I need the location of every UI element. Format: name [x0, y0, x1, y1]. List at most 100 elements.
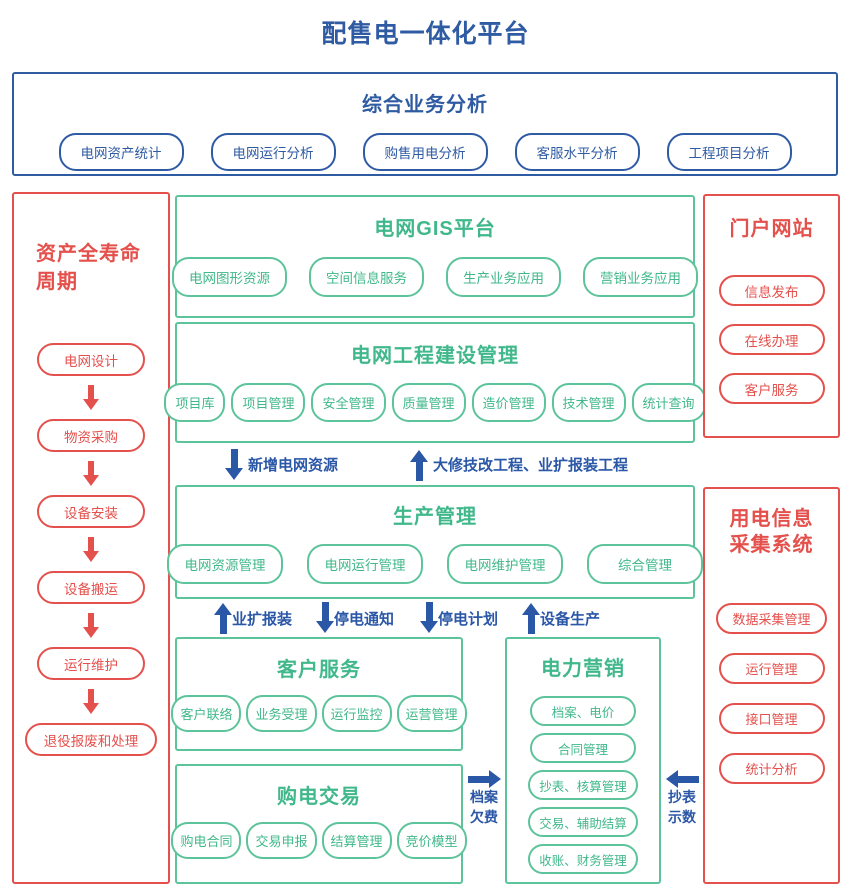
flow-outage-notice: 停电通知	[316, 602, 395, 634]
asset-lifecycle-title-line1: 资产全寿命	[36, 243, 141, 265]
connector-label: 抄表 示数	[668, 787, 696, 827]
construction-mgmt-box: 电网工程建设管理 项目库 项目管理 安全管理 质量管理 造价管理 技术管理 统计…	[164, 322, 706, 443]
left-arrow-icon	[665, 770, 699, 788]
construction-pill-row: 项目库 项目管理 安全管理 质量管理 造价管理 技术管理 统计查询	[164, 383, 706, 422]
customer-service-pill: 运行监控	[321, 695, 392, 732]
down-arrow-icon	[420, 602, 439, 633]
marketing-box: 电力营销 档案、电价 合同管理 抄表、核算管理 交易、辅助结算 收账、财务管理	[505, 637, 661, 884]
flow-row-2: 业扩报装 停电通知 停电计划 设备生产	[175, 601, 695, 635]
lifecycle-step: 退役报废和处理	[25, 723, 157, 756]
down-arrow-icon	[225, 448, 243, 480]
page-title: 配售电一体化平台	[321, 20, 530, 48]
analysis-pill-row: 电网资产统计 电网运行分析 购售用电分析 客服水平分析 工程项目分析	[14, 133, 836, 171]
connector-label-line1: 抄表	[668, 789, 696, 805]
construction-pill: 质量管理	[391, 383, 466, 422]
gis-pill: 电网图形资源	[172, 257, 287, 297]
connector-label-line2: 示数	[668, 809, 696, 825]
analysis-box: 综合业务分析 电网资产统计 电网运行分析 购售用电分析 客服水平分析 工程项目分…	[12, 72, 838, 176]
right-arrow-icon	[467, 770, 501, 788]
lifecycle-step: 设备安装	[37, 495, 145, 528]
down-arrow-icon	[82, 537, 99, 562]
customer-service-pill-row: 客户联络 业务受理 运行监控 运营管理	[171, 695, 467, 732]
collection-system-title-line1: 用电信息	[729, 508, 814, 530]
customer-service-box: 客户服务 客户联络 业务受理 运行监控 运营管理	[171, 637, 467, 751]
collection-pill: 接口管理	[718, 703, 825, 734]
flow-label: 业扩报装	[232, 610, 293, 628]
analysis-pill: 电网资产统计	[58, 133, 184, 171]
marketing-pill: 交易、辅助结算	[528, 807, 638, 837]
marketing-pill: 档案、电价	[530, 696, 636, 726]
power-purchase-pill-row: 购电合同 交易申报 结算管理 竞价模型	[171, 822, 467, 859]
analysis-pill: 客服水平分析	[514, 133, 640, 171]
marketing-title: 电力营销	[541, 658, 625, 680]
analysis-pill: 电网运行分析	[210, 133, 336, 171]
connector-label: 档案 欠费	[470, 787, 498, 827]
flow-label: 大修技改工程、业扩报装工程	[433, 457, 629, 474]
flow-label: 新增电网资源	[248, 457, 339, 474]
production-pill: 电网资源管理	[167, 544, 283, 584]
portal-pill-column: 信息发布 在线办理 客户服务	[705, 275, 838, 404]
production-pill: 电网运行管理	[307, 544, 423, 584]
collection-pill-column: 数据采集管理 运行管理 接口管理 统计分析	[705, 603, 838, 784]
production-mgmt-box: 生产管理 电网资源管理 电网运行管理 电网维护管理 综合管理	[167, 485, 703, 599]
gis-platform-box: 电网GIS平台 电网图形资源 空间信息服务 生产业务应用 营销业务应用	[172, 195, 698, 318]
connector-label-line1: 档案	[470, 789, 498, 805]
power-purchase-box: 购电交易 购电合同 交易申报 结算管理 竞价模型	[171, 764, 467, 884]
flow-row-1: 新增电网资源 大修技改工程、业扩报装工程	[175, 446, 695, 483]
gis-pill: 营销业务应用	[583, 257, 698, 297]
connector-label-line2: 欠费	[470, 809, 498, 825]
production-pill: 电网维护管理	[447, 544, 563, 584]
collection-pill: 运行管理	[718, 653, 825, 684]
customer-service-pill: 客户联络	[171, 695, 242, 732]
asset-lifecycle-steps: 电网设计 物资采购 设备安装 设备搬运 运行维护 退役报废和处理	[14, 343, 168, 756]
collection-system-title: 用电信息 采集系统	[705, 506, 838, 558]
flow-service-expansion: 业扩报装	[214, 602, 293, 634]
production-mgmt-title: 生产管理	[393, 506, 477, 528]
up-arrow-icon	[214, 603, 232, 634]
analysis-box-title: 综合业务分析	[362, 94, 488, 116]
gis-pill: 空间信息服务	[309, 257, 424, 297]
collection-system-box: 用电信息 采集系统 数据采集管理 运行管理 接口管理 统计分析	[703, 487, 840, 884]
down-arrow-icon	[82, 689, 99, 714]
customer-service-pill: 运营管理	[396, 695, 467, 732]
construction-pill: 项目管理	[231, 383, 306, 422]
construction-mgmt-title: 电网工程建设管理	[351, 345, 519, 367]
archive-arrears-connector: 档案 欠费	[463, 770, 505, 827]
power-purchase-pill: 竞价模型	[396, 822, 467, 859]
customer-service-pill: 业务受理	[246, 695, 317, 732]
lifecycle-step: 运行维护	[37, 647, 145, 680]
gis-pill-row: 电网图形资源 空间信息服务 生产业务应用 营销业务应用	[172, 257, 698, 297]
portal-pill: 客户服务	[718, 373, 825, 404]
lifecycle-step: 电网设计	[37, 343, 145, 376]
flow-label: 设备生产	[540, 610, 601, 628]
down-arrow-icon	[82, 613, 99, 638]
portal-pill: 信息发布	[718, 275, 825, 306]
construction-pill: 安全管理	[311, 383, 386, 422]
down-arrow-icon	[82, 461, 99, 486]
production-pill-row: 电网资源管理 电网运行管理 电网维护管理 综合管理	[167, 544, 703, 584]
flow-label: 停电通知	[334, 610, 395, 628]
construction-pill: 统计查询	[631, 383, 706, 422]
power-purchase-pill: 购电合同	[171, 822, 242, 859]
lifecycle-step: 物资采购	[37, 419, 145, 452]
analysis-pill: 购售用电分析	[362, 133, 488, 171]
down-arrow-icon	[316, 602, 335, 633]
production-pill: 综合管理	[587, 544, 703, 584]
customer-service-title: 客户服务	[277, 659, 361, 681]
marketing-pill: 合同管理	[530, 733, 636, 763]
meter-reading-connector: 抄表 示数	[661, 770, 703, 827]
flow-new-grid-resources: 新增电网资源	[225, 448, 339, 481]
power-purchase-pill: 交易申报	[246, 822, 317, 859]
up-arrow-icon	[522, 603, 541, 634]
flow-label: 停电计划	[438, 610, 499, 628]
gis-pill: 生产业务应用	[446, 257, 561, 297]
portal-box: 门户网站 信息发布 在线办理 客户服务	[703, 194, 840, 438]
power-purchase-pill: 结算管理	[321, 822, 392, 859]
asset-lifecycle-box: 资产全寿命 周期 电网设计 物资采购 设备安装 设备搬运 运行维护 退役报废和处…	[12, 192, 170, 884]
power-purchase-title: 购电交易	[277, 786, 361, 808]
asset-lifecycle-title-line2: 周期	[36, 271, 78, 293]
marketing-pill: 收账、财务管理	[528, 844, 638, 874]
portal-title: 门户网站	[729, 218, 814, 240]
asset-lifecycle-title: 资产全寿命 周期	[14, 194, 168, 296]
